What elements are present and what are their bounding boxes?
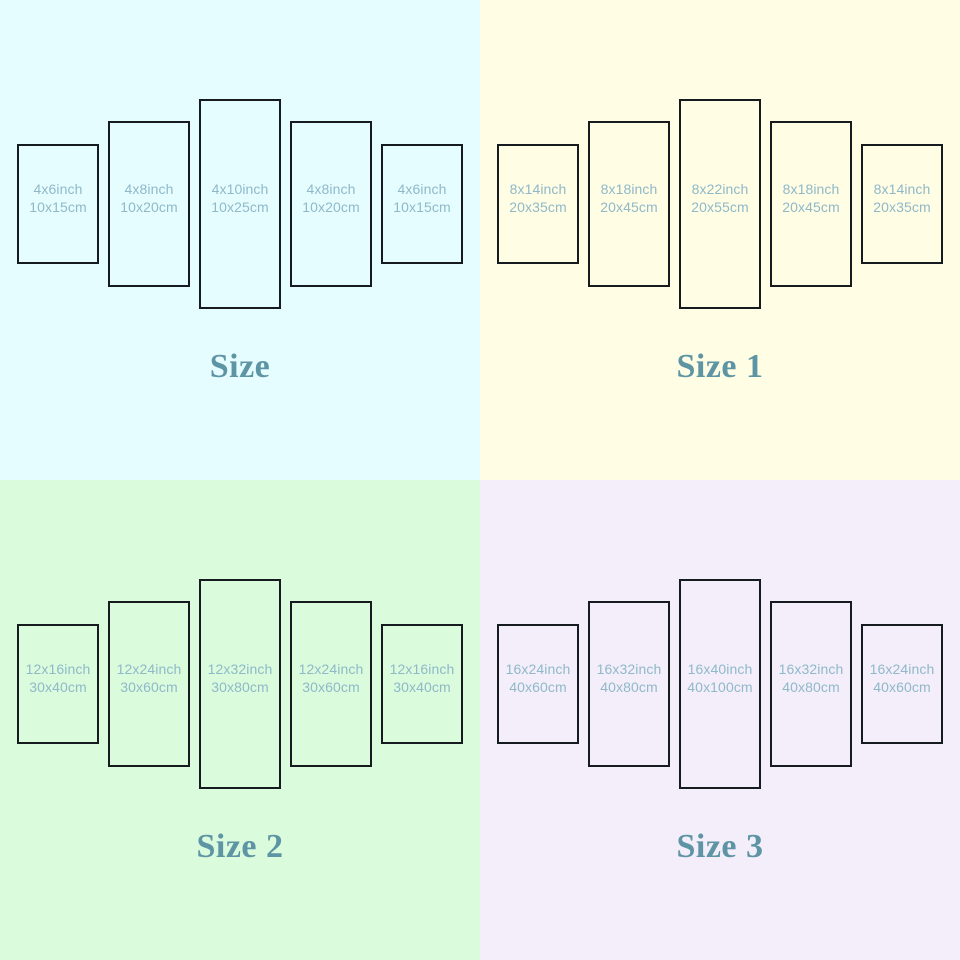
quadrant-title: Size 2 xyxy=(196,828,284,865)
size-panel[interactable] xyxy=(588,121,670,287)
size-panel[interactable] xyxy=(679,99,761,309)
quadrant-title: Size 3 xyxy=(676,828,764,865)
size-panel[interactable] xyxy=(17,144,99,264)
size-panel[interactable] xyxy=(381,624,463,744)
size-panel[interactable] xyxy=(497,624,579,744)
size-panel[interactable] xyxy=(108,121,190,287)
size-panel[interactable] xyxy=(290,601,372,767)
size-panel[interactable] xyxy=(679,579,761,789)
size-panel[interactable] xyxy=(588,601,670,767)
size-panel[interactable] xyxy=(861,624,943,744)
size-panel[interactable] xyxy=(199,99,281,309)
size-panel[interactable] xyxy=(199,579,281,789)
size-panel[interactable] xyxy=(108,601,190,767)
size-panel[interactable] xyxy=(381,144,463,264)
quadrant-title: Size xyxy=(209,348,271,385)
size-panel[interactable] xyxy=(770,121,852,287)
quadrant-title: Size 1 xyxy=(676,348,764,385)
size-panel[interactable] xyxy=(770,601,852,767)
size-panel[interactable] xyxy=(497,144,579,264)
size-panel[interactable] xyxy=(290,121,372,287)
size-panel[interactable] xyxy=(861,144,943,264)
size-panel[interactable] xyxy=(17,624,99,744)
